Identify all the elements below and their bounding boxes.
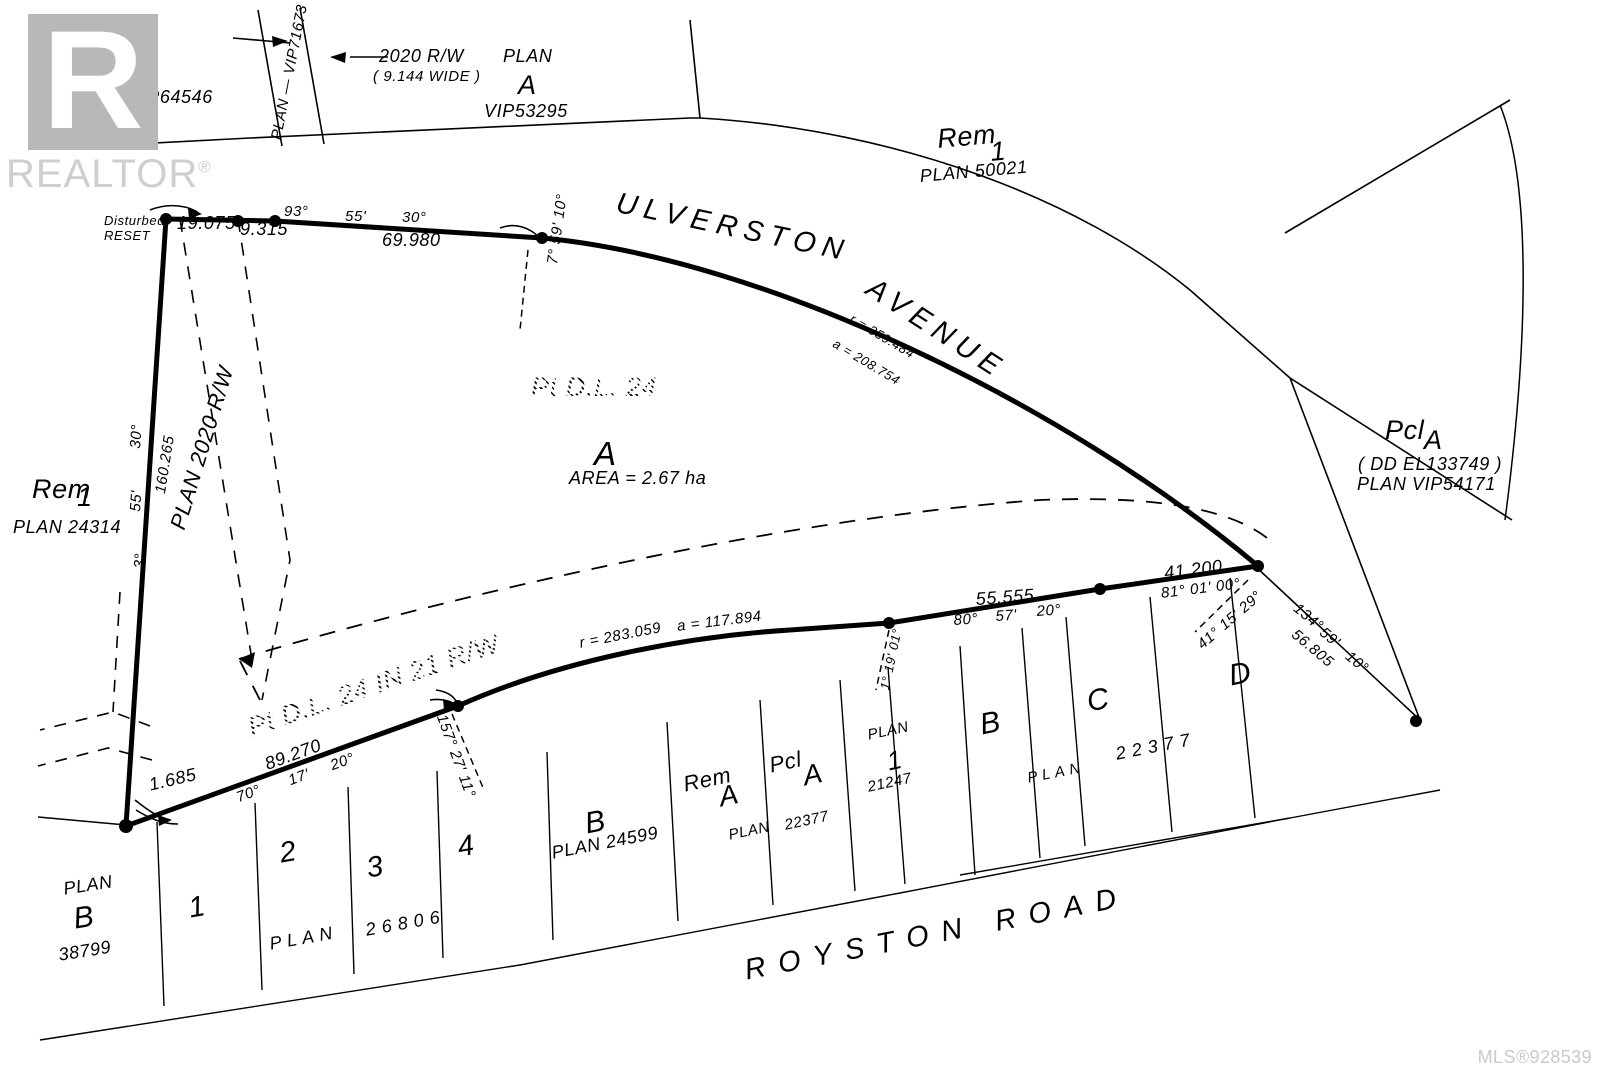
- plan-2020-rw-corridor: [179, 218, 291, 701]
- neighbour-linework-right: [1499, 104, 1524, 521]
- survey-vertex-markers: [119, 213, 1422, 833]
- pcl-label-vip54171: Pcl: [1385, 415, 1425, 445]
- brg-30-sec: 30°: [402, 209, 427, 226]
- rem-label-24314: Rem: [32, 474, 91, 504]
- dl24-in-21-rw-boundary: [238, 498, 1276, 701]
- dim-55555: 55.555: [975, 584, 1035, 609]
- row-extension-dashed: [37, 591, 153, 767]
- neighbour-linework: [59, 7, 1513, 721]
- brg-80-deg: 80°: [953, 610, 979, 629]
- brg-93-deg: 93°: [284, 203, 309, 220]
- lower-lot-lines: [37, 577, 1441, 1041]
- subject-lot-letter: A: [594, 435, 617, 472]
- monument-note-line2: RESET: [104, 228, 151, 243]
- brg-55-min-west: 55': [127, 489, 146, 513]
- lot-label-vip54171: A: [1424, 425, 1443, 455]
- rw-2020-title: 2020 R/W: [379, 46, 464, 66]
- subject-parcel-boundary: [123, 216, 1260, 829]
- plan-label-vip64546: PLAN VIP64546: [74, 87, 213, 107]
- vertex-arc-ticks: [134, 204, 541, 825]
- brg-55-min: 55': [345, 208, 367, 225]
- brg-20-sec-south: 20°: [1036, 601, 1062, 620]
- brg-3-sec-west: 3°: [131, 552, 150, 570]
- brg-57-min: 57': [995, 606, 1018, 625]
- vertex-arrow-heads: [158, 208, 457, 826]
- plan-number-vip53295: VIP53295: [484, 101, 568, 121]
- brg-30-deg-west: 30°: [127, 423, 146, 450]
- plan-word-vip53295: PLAN: [503, 46, 553, 66]
- dim-19075: 19.075: [177, 213, 236, 233]
- lot-label-24314: 1: [77, 482, 93, 512]
- rw-2020-width: ( 9.144 WIDE ): [373, 68, 481, 85]
- dd-label-vip54171: ( DD EL133749 ): [1358, 454, 1503, 474]
- dim-69980: 69.980: [382, 230, 441, 250]
- lot-label-vip53295: A: [518, 70, 537, 100]
- plan-label-vip54171: PLAN VIP54171: [1357, 474, 1496, 494]
- monument-note-line1: Disturbed,: [104, 213, 170, 228]
- subject-area-label: AREA = 2.67 ha: [569, 468, 707, 488]
- lot-label-vip64546: 1: [122, 53, 138, 83]
- bearing-tick-lines: [451, 249, 1249, 791]
- district-lot-label: Pt D.L. 24: [531, 372, 658, 402]
- dim-9315: 9.315: [240, 219, 289, 239]
- plan-label-24314: PLAN 24314: [13, 517, 122, 537]
- rw-callout-arrows: [272, 36, 346, 63]
- rw-arrow-head: [239, 652, 255, 668]
- mls-listing-id: MLS®928539: [1477, 1047, 1592, 1067]
